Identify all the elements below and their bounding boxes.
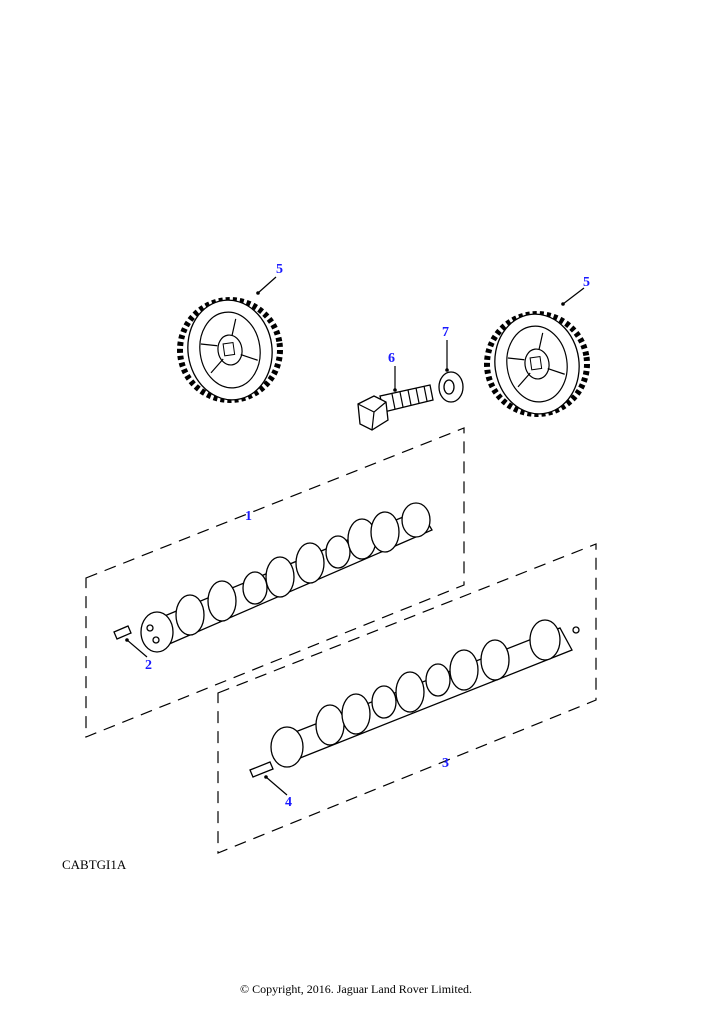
exhaust-camshaft-kit-outline — [217, 543, 597, 854]
callout-4[interactable]: 4 — [285, 795, 292, 810]
copyright-notice: © Copyright, 2016. Jaguar Land Rover Lim… — [239, 982, 473, 996]
dowel-exhaust[interactable] — [249, 761, 274, 778]
inlet-camshaft-kit-outline — [85, 427, 465, 738]
illustration-reference-code: CABTGI1A — [62, 857, 127, 872]
callout-5-left[interactable]: 5 — [276, 262, 283, 277]
washer[interactable] — [438, 371, 464, 403]
bolt[interactable] — [357, 384, 434, 431]
leader-lines — [125, 276, 585, 796]
callout-1[interactable]: 1 — [245, 509, 252, 524]
callout-5-right[interactable]: 5 — [583, 275, 590, 290]
dowel-inlet[interactable] — [113, 625, 132, 640]
callout-7[interactable]: 7 — [442, 325, 449, 340]
inlet-camshaft[interactable] — [140, 502, 433, 653]
callout-3[interactable]: 3 — [442, 756, 449, 771]
camshaft-pulley-left[interactable] — [174, 294, 287, 407]
callout-6[interactable]: 6 — [388, 351, 395, 366]
callout-2[interactable]: 2 — [145, 658, 152, 673]
camshaft-pulley-right[interactable] — [481, 308, 594, 421]
exhaust-camshaft[interactable] — [270, 619, 580, 768]
